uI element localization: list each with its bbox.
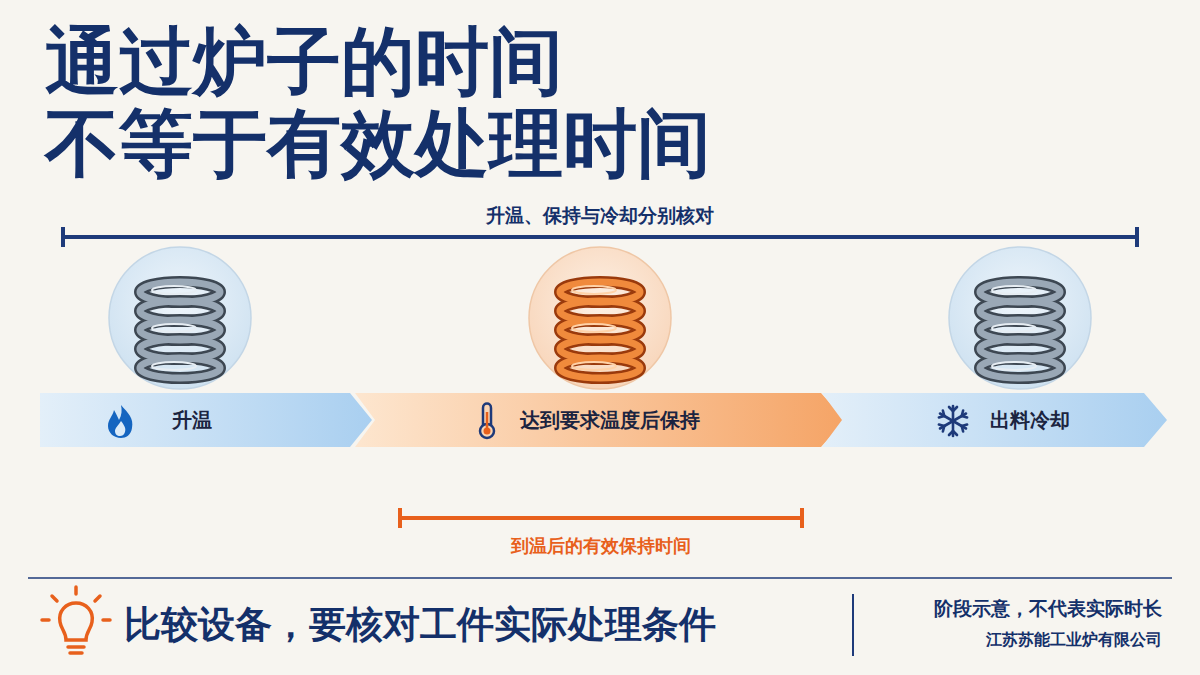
hold-time-label: 到温后的有效保持时间 <box>400 534 802 558</box>
stage-label: 出料冷却 <box>990 407 1070 434</box>
thermometer-icon <box>480 404 494 439</box>
overall-bracket <box>63 227 1137 247</box>
bulb-icon <box>42 587 110 653</box>
spring-illustration <box>109 247 1091 389</box>
company-name: 江苏苏能工业炉有限公司 <box>860 630 1162 651</box>
footer-divider <box>852 594 854 656</box>
stage-label: 达到要求温度后保持 <box>520 407 700 434</box>
chevron-fill <box>822 393 1167 447</box>
snowflake-icon <box>938 406 968 436</box>
hold-bracket <box>400 508 802 528</box>
bracket-label: 升温、保持与冷却分别核对 <box>0 203 1200 229</box>
page-title: 通过炉子的时间 不等于有效处理时间 <box>45 20 805 184</box>
chevron-fill <box>40 393 372 447</box>
caption: 比较设备，要核对工件实际处理条件 <box>124 600 716 650</box>
chevron-fill <box>355 393 845 447</box>
holding-stage: 达到要求温度后保持 <box>355 393 845 447</box>
footnote: 阶段示意，不代表实际时长 <box>860 596 1162 622</box>
stage-label: 升温 <box>172 407 212 434</box>
flame-icon <box>108 405 132 438</box>
heating-stage: 升温 <box>40 393 372 447</box>
cooling-stage: 出料冷却 <box>822 393 1167 447</box>
footer-rule <box>28 577 1172 579</box>
